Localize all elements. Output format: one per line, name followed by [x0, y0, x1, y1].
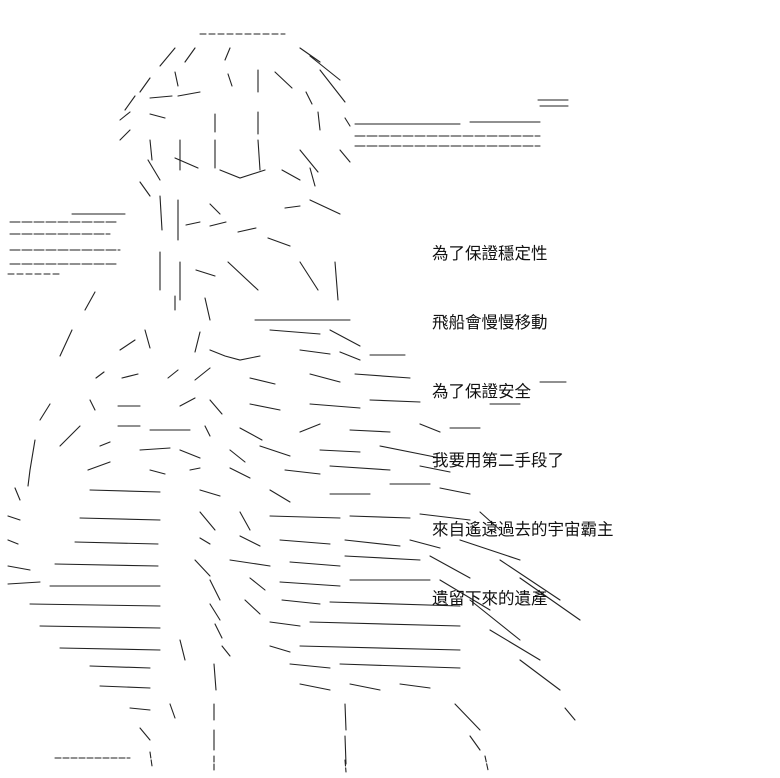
caption-line: 飛船會慢慢移動 — [432, 313, 548, 332]
caption-line: 遺留下來的遺產 — [432, 589, 548, 608]
caption-line: 為了保證穩定性 — [432, 244, 548, 263]
caption-line: 為了保證安全 — [432, 382, 531, 401]
caption-block: 為了保證穩定性 飛船會慢慢移動 為了保證安全 我要用第二手段了 來自遙遠過去的宇… — [432, 196, 614, 656]
caption-line: 我要用第二手段了 — [432, 451, 564, 470]
caption-line: 來自遙遠過去的宇宙霸主 — [432, 520, 614, 539]
